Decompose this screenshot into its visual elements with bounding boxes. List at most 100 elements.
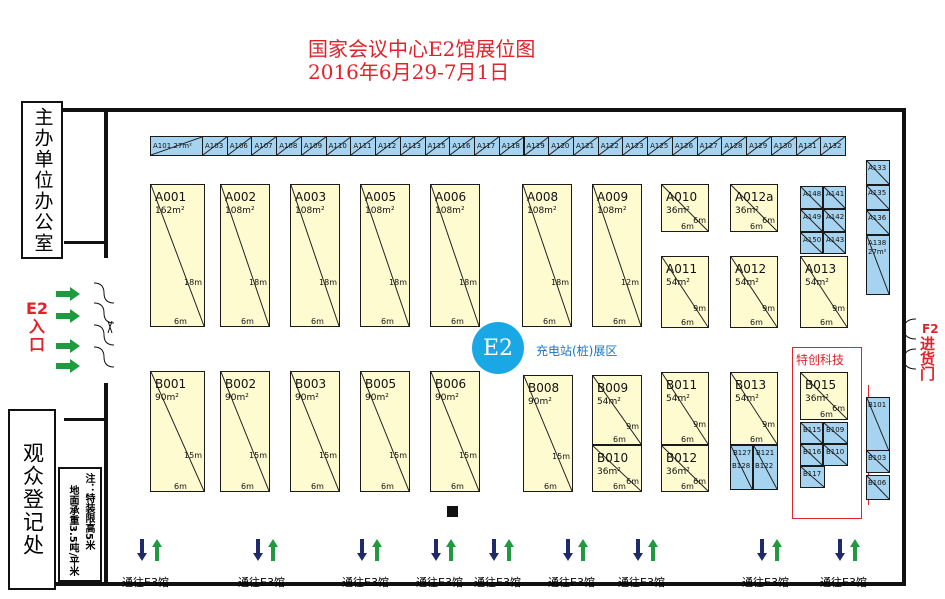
top-strip-booth[interactable]: A130 xyxy=(770,136,797,156)
booth-code: B009 xyxy=(597,381,629,395)
top-strip-booth[interactable]: A113 xyxy=(399,136,426,156)
booth-diagonal xyxy=(801,423,822,443)
startup-area[interactable]: 特创科技 xyxy=(792,347,862,519)
startup-area-label: 特创科技 xyxy=(796,353,845,367)
booth-b109[interactable]: B109 xyxy=(823,422,848,444)
top-strip-booth[interactable]: A107 xyxy=(251,136,278,156)
booth-b116[interactable]: B116 xyxy=(800,444,823,466)
top-strip-booth[interactable]: A126 xyxy=(671,136,698,156)
booth-b117[interactable]: B117 xyxy=(800,466,825,488)
booth-diagonal xyxy=(426,137,450,155)
booth-b127[interactable]: B127 xyxy=(730,445,753,490)
right-column-booth-label: A138 xyxy=(868,239,887,247)
booth-a149[interactable]: A149 xyxy=(800,209,823,232)
top-strip-booth-label: A110 xyxy=(328,142,347,150)
top-strip-booth[interactable]: A101 27m² xyxy=(150,136,203,156)
booth-a148[interactable]: A148 xyxy=(800,186,823,209)
booth-code: B006 xyxy=(435,377,467,391)
right-column-booth[interactable]: A133 xyxy=(866,160,890,185)
small-booth-label: A148 xyxy=(803,190,822,198)
top-strip-booth[interactable]: A127 xyxy=(696,136,723,156)
booth-area-label: 108m² xyxy=(527,206,557,216)
booth-diagonal xyxy=(772,137,796,155)
booth-a143[interactable]: A143 xyxy=(823,232,846,254)
right-column-booth[interactable]: A136 xyxy=(866,210,890,235)
booth-code: B003 xyxy=(295,377,327,391)
top-strip-booth-label: A132 xyxy=(823,142,842,150)
top-strip-booth[interactable]: A129 xyxy=(746,136,772,156)
top-strip-booth[interactable]: A115 xyxy=(424,136,451,156)
booth-area-label: 108m² xyxy=(597,206,627,216)
top-strip-booth[interactable]: A122 xyxy=(597,136,624,156)
top-strip-booth[interactable]: A121 xyxy=(572,136,599,156)
booth-diagonal xyxy=(327,137,351,155)
booth-a142[interactable]: A142 xyxy=(823,209,846,232)
top-strip-booth-label: A103 xyxy=(205,142,224,150)
top-strip-booth[interactable]: A132 xyxy=(820,136,846,156)
top-strip-booth[interactable]: A116 xyxy=(449,136,476,156)
top-strip-booth[interactable]: A120 xyxy=(548,136,574,156)
top-strip-booth[interactable]: A125 xyxy=(647,136,673,156)
right-column-booth[interactable]: A135 xyxy=(866,185,890,210)
booth-diagonal xyxy=(593,376,641,444)
booth-code: A012 xyxy=(735,262,767,276)
booth-length-label: 18m xyxy=(389,278,407,287)
top-strip-booth[interactable]: A111 xyxy=(350,136,377,156)
top-strip-booth[interactable]: A131 xyxy=(795,136,822,156)
booth-diagonal xyxy=(867,236,889,294)
booth-diagonal xyxy=(203,137,227,155)
booth-b115[interactable]: B115 xyxy=(800,422,823,444)
right-column-booth[interactable]: B101 xyxy=(866,397,890,452)
top-strip-booth[interactable]: A119 xyxy=(523,136,550,156)
booth-diagonal xyxy=(361,185,409,326)
top-strip-booth[interactable]: A128 xyxy=(721,136,748,156)
top-strip-booth[interactable]: A108 xyxy=(276,136,302,156)
top-strip-booth[interactable]: A123 xyxy=(622,136,649,156)
booth-width-label: 6m xyxy=(750,318,763,327)
booth-b121[interactable]: B121 xyxy=(753,445,778,490)
booth-length-label: 6m xyxy=(762,216,775,225)
top-strip-booth[interactable]: A109 xyxy=(300,136,327,156)
booth-diagonal xyxy=(731,257,777,327)
booth-b110[interactable]: B110 xyxy=(823,444,848,466)
top-strip-booth[interactable]: A103 xyxy=(202,136,228,156)
top-strip-booth[interactable]: A110 xyxy=(325,136,352,156)
top-strip-booth[interactable]: A118 xyxy=(498,136,525,156)
right-column-booth[interactable]: B103 xyxy=(866,450,890,473)
top-strip-booth[interactable]: A112 xyxy=(375,136,401,156)
top-strip-booth[interactable]: A117 xyxy=(474,136,500,156)
booth-area-label: 108m² xyxy=(295,206,325,216)
top-strip-booth[interactable]: A106 xyxy=(226,136,253,156)
right-column-booth[interactable]: B106 xyxy=(866,475,890,500)
booth-code: A003 xyxy=(295,190,327,204)
booth-a141[interactable]: A141 xyxy=(823,186,846,209)
booth-length-label: 12m xyxy=(621,278,639,287)
booth-area-label: 36m² xyxy=(666,206,690,216)
booth-a150[interactable]: A150 xyxy=(800,232,823,254)
